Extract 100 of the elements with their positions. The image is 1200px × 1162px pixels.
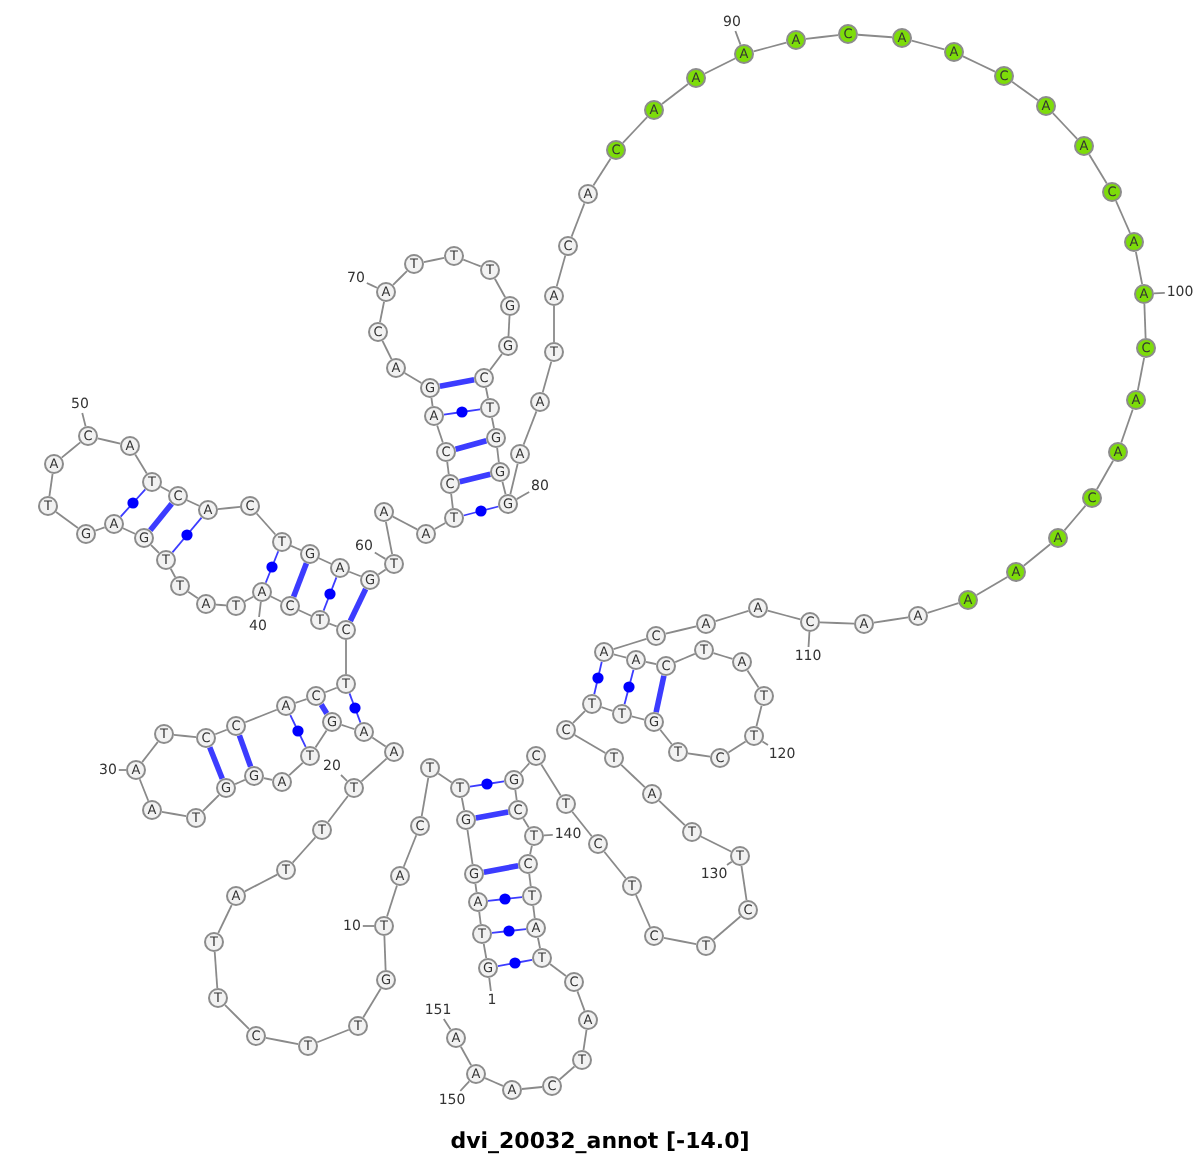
backbone-line	[187, 590, 199, 600]
backbone-line	[141, 741, 159, 763]
backbone-line	[217, 506, 241, 510]
backbone-line	[55, 511, 79, 529]
backbone-line	[202, 794, 220, 812]
backbone-line	[381, 340, 393, 360]
backbone-line	[478, 911, 482, 925]
base-pair-line	[459, 471, 491, 485]
backbone-line	[687, 752, 711, 758]
backbone-line	[501, 480, 507, 496]
backbone-line	[712, 915, 742, 941]
backbone-line	[573, 734, 607, 754]
backbone-line	[572, 710, 586, 724]
base-pair-line	[443, 408, 481, 416]
backbone-line	[740, 865, 748, 901]
backbone-line	[612, 653, 628, 659]
backbone-line	[450, 493, 454, 509]
base-pair-line	[322, 576, 338, 612]
backbone-line	[644, 661, 658, 665]
backbone-line	[752, 41, 788, 53]
backbone-line	[217, 904, 233, 934]
backbone-line	[714, 610, 750, 622]
backbone-line	[528, 873, 532, 887]
backbone-line	[138, 778, 150, 802]
backbone-line	[712, 652, 734, 660]
base-pair-line	[462, 505, 500, 517]
leader-line	[442, 1018, 452, 1031]
base-pair-line	[496, 958, 534, 968]
backbone-line	[385, 520, 393, 556]
backbone-line	[496, 447, 500, 463]
backbone-line	[612, 638, 648, 650]
backbone-line	[509, 462, 519, 496]
backbone-line	[96, 437, 122, 445]
backbone-line	[1022, 543, 1052, 567]
leader-line	[488, 977, 492, 992]
backbone-line	[288, 761, 304, 777]
base-pair-line	[148, 502, 174, 532]
base-pair-line	[491, 928, 527, 934]
leader-line	[365, 282, 378, 289]
base-pair-line	[207, 746, 225, 780]
backbone-line	[1052, 112, 1078, 140]
backbone-line	[1137, 356, 1145, 392]
backbone-line	[805, 34, 839, 40]
backbone-line	[491, 416, 495, 430]
backbone-line	[485, 386, 489, 400]
backbone-line	[549, 963, 567, 977]
backbone-line	[314, 729, 328, 749]
backbone-line	[873, 616, 909, 624]
backbone-line	[537, 936, 541, 950]
backbone-line	[484, 1077, 504, 1087]
backbone-line	[1115, 200, 1131, 234]
leader-line	[734, 30, 742, 46]
leader-line	[117, 769, 127, 771]
leader-line	[373, 551, 387, 560]
backbone-line	[910, 39, 946, 51]
backbone-line	[514, 789, 518, 801]
backbone-line	[926, 602, 960, 614]
base-pair-line	[347, 587, 369, 623]
backbone-line	[1011, 80, 1039, 102]
leader-line	[726, 860, 733, 866]
backbone-line	[1063, 504, 1087, 532]
backbone-line	[150, 544, 160, 554]
backbone-line	[134, 453, 148, 475]
backbone-line	[460, 796, 466, 812]
backbone-line	[532, 905, 536, 919]
backbone-line	[630, 715, 646, 721]
backbone-line	[371, 736, 387, 748]
backbone-line	[291, 836, 317, 864]
backbone-line	[270, 595, 282, 603]
backbone-line	[541, 360, 553, 394]
backbone-line	[658, 800, 686, 826]
backbone-line	[360, 757, 388, 783]
backbone-line	[466, 829, 474, 865]
base-pair-line	[483, 863, 519, 875]
backbone-line	[857, 33, 893, 39]
backbone-line	[459, 1045, 473, 1067]
backbone-line	[582, 1029, 588, 1051]
backbone-line	[521, 1086, 543, 1090]
backbone-line	[558, 1065, 576, 1081]
base-pair-line	[439, 377, 475, 389]
backbone-line	[661, 83, 689, 105]
base-pair-line	[264, 550, 280, 584]
base-pair-line	[290, 562, 310, 598]
leader-line	[761, 740, 769, 746]
backbone-line	[962, 55, 996, 73]
leader-line	[1153, 291, 1166, 295]
backbone-line	[766, 609, 802, 621]
base-pair-line	[236, 734, 254, 768]
base-pair-line	[593, 660, 603, 696]
backbone-line	[519, 762, 531, 774]
backbone-line	[493, 277, 507, 299]
backbone-line	[214, 728, 228, 736]
leader-line	[543, 834, 554, 837]
backbone-line	[422, 257, 446, 263]
backbone-line	[264, 1037, 300, 1045]
backbone-line	[391, 515, 419, 531]
leader-line	[340, 774, 348, 782]
backbone-line	[975, 576, 1009, 596]
diagram-caption: dvi_20032_annot [-14.0]	[448, 1128, 752, 1154]
backbone-line	[1143, 303, 1147, 339]
